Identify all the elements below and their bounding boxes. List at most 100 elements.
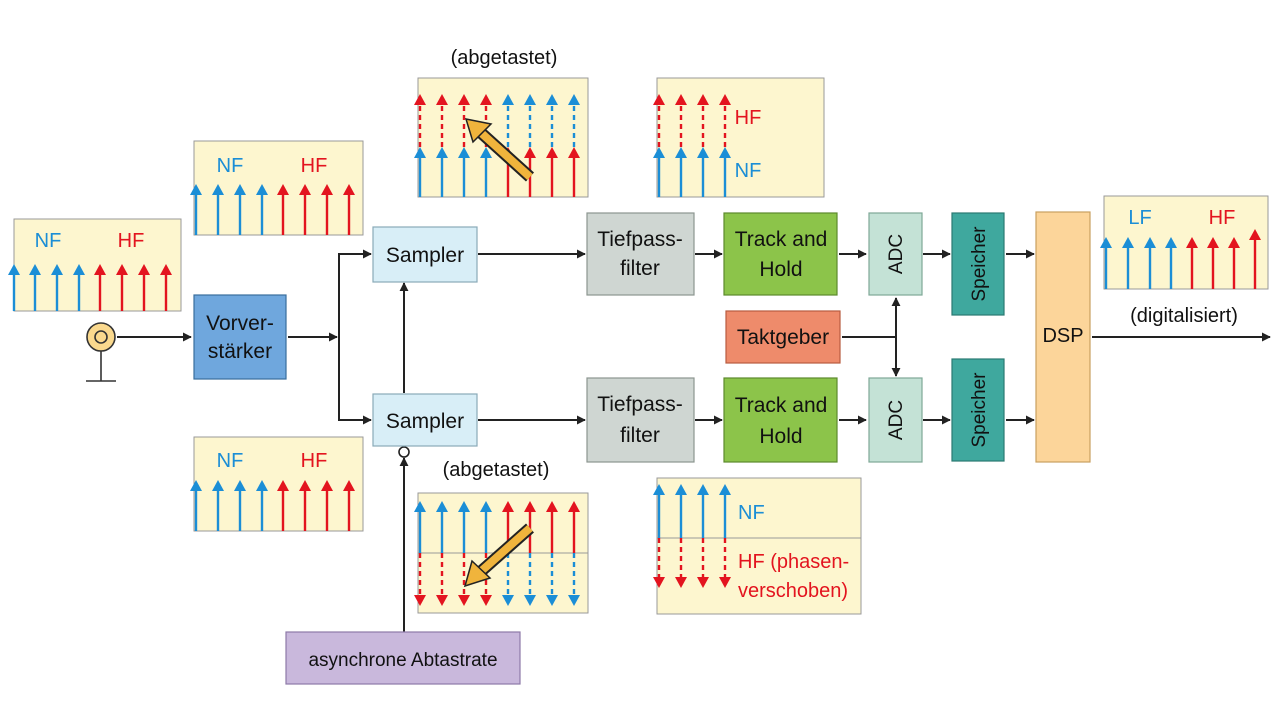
alias-line-0-head (653, 94, 665, 105)
base-line-4-head (502, 501, 514, 512)
spectrum-sampled-bottom-lines (414, 501, 580, 606)
spectrum-input-hf-label: HF (118, 230, 145, 252)
adc-top-label: ADC (886, 234, 907, 274)
taktgeber-label: Taktgeber (737, 326, 829, 349)
base-line-2-head (697, 484, 709, 495)
svg-text:Tiefpass-: Tiefpass- (597, 228, 683, 251)
spectrum-lower-hf-label: HF (301, 450, 328, 472)
track-bottom-line2: Hold (759, 425, 802, 448)
alias-line-1-head (675, 94, 687, 105)
spectrum-lower-panel: NF HF (190, 436, 364, 532)
base-line-3-head (480, 147, 492, 158)
svg-text:HF (phasen-: HF (phasen- (738, 551, 849, 573)
base-line-2-head (697, 147, 709, 158)
alias-line-5-head (524, 94, 536, 105)
spectrum-sampled-bottom-panel (414, 492, 589, 614)
base-line-1-head (436, 501, 448, 512)
spectrum-filter-top-lines (653, 94, 731, 197)
alias-line-0-head (414, 94, 426, 105)
alias-line-7-head (568, 595, 580, 606)
svg-text:Hold: Hold (759, 258, 802, 281)
spectrum-filter-top-nf-label: NF (735, 160, 762, 182)
spectral-line-3-head (256, 184, 268, 195)
block-async-abtastrate: asynchrone Abtastrate (285, 631, 521, 685)
spectral-line-1-head (29, 264, 41, 275)
alias-line-3-head (480, 94, 492, 105)
spectral-line-4-head (94, 264, 106, 275)
base-line-0-head (653, 484, 665, 495)
spectral-line-7-head (1249, 229, 1261, 240)
dsp-label: DSP (1042, 325, 1083, 347)
spectral-line-1-head (1122, 237, 1134, 248)
spectral-line-2-head (234, 184, 246, 195)
alias-line-0-head (414, 595, 426, 606)
spectrum-input-nf-label: NF (35, 230, 62, 252)
spectral-line-1-head (212, 184, 224, 195)
digitalisiert-label: (digitalisiert) (1130, 305, 1238, 327)
spectrum-output-panel: LF HF (1100, 195, 1269, 290)
tiefpass-top-line2: filter (620, 257, 660, 280)
block-track-hold-top: Track and Hold (723, 212, 838, 296)
tiefpass-bottom-line2: filter (620, 424, 660, 447)
spectrum-upper-panel: NF HF (190, 140, 364, 236)
spectral-line-4-head (277, 480, 289, 491)
track-bottom-line1: Track and (735, 394, 828, 417)
base-line-3-head (719, 484, 731, 495)
spectral-line-0-head (190, 480, 202, 491)
svg-text:Tiefpass-: Tiefpass- (597, 393, 683, 416)
base-line-2-head (458, 501, 470, 512)
speicher-top-label: Speicher (969, 226, 990, 302)
block-speicher-top: Speicher (951, 212, 1005, 316)
base-line-0-head (414, 147, 426, 158)
abgetastet-top-label: (abgetastet) (451, 47, 558, 69)
alias-line-4-head (502, 94, 514, 105)
spectral-line-6-head (138, 264, 150, 275)
async-input-node (398, 446, 410, 458)
spectrum-filter-bottom-nf-label: NF (738, 502, 765, 524)
base-line-6-head (546, 147, 558, 158)
vorverstaerker-line1: Vorver- (206, 312, 274, 335)
spectral-line-3-head (73, 264, 85, 275)
svg-text:Vorver-: Vorver- (206, 312, 274, 335)
spectral-line-7-head (160, 264, 172, 275)
svg-text:verschoben): verschoben) (738, 580, 848, 602)
sampler-bottom-label: Sampler (386, 410, 464, 433)
spectrum-filter-bottom-hf-line1: HF (phasen- (738, 551, 849, 573)
spectral-line-0-head (8, 264, 20, 275)
alias-line-3-head (719, 577, 731, 588)
spectrum-filter-bottom-panel: NF HF (phasen- verschoben) (653, 477, 862, 615)
block-adc-bottom: ADC (868, 377, 923, 463)
base-line-3-head (480, 501, 492, 512)
async-label: asynchrone Abtastrate (308, 650, 497, 671)
block-track-hold-bottom: Track and Hold (723, 377, 838, 463)
alias-line-2-head (697, 577, 709, 588)
spectral-line-0-head (1100, 237, 1112, 248)
spectrum-filter-top-hf-label: HF (735, 107, 762, 129)
svg-text:Track and: Track and (735, 228, 828, 251)
svg-text:Hold: Hold (759, 425, 802, 448)
spectrum-upper-nf-label: NF (217, 155, 244, 177)
alias-line-1-head (436, 94, 448, 105)
spectrum-output-hf-label: HF (1209, 207, 1236, 229)
block-tiefpass-bottom: Tiefpass- filter (586, 377, 695, 463)
base-line-0-head (653, 147, 665, 158)
spectrum-output-lf-label: LF (1128, 207, 1151, 229)
alias-line-2-head (697, 94, 709, 105)
track-top-line1: Track and (735, 228, 828, 251)
connections (117, 249, 1271, 632)
block-speicher-bottom: Speicher (951, 358, 1005, 462)
spectral-line-3-head (1165, 237, 1177, 248)
spectrum-filter-bottom-lines (653, 484, 731, 588)
spectral-line-2-head (1144, 237, 1156, 248)
spectral-line-6-head (321, 480, 333, 491)
adc-bottom-label: ADC (886, 400, 907, 440)
split-to-sampler-top (338, 249, 372, 337)
base-line-7-head (568, 501, 580, 512)
sampler-top-label: Sampler (386, 244, 464, 267)
alias-line-7-head (568, 94, 580, 105)
base-line-1-head (675, 484, 687, 495)
spectral-line-7-head (343, 184, 355, 195)
svg-text:filter: filter (620, 424, 660, 447)
track-top-line2: Hold (759, 258, 802, 281)
spectrum-filter-top-panel: HF NF (653, 77, 825, 198)
